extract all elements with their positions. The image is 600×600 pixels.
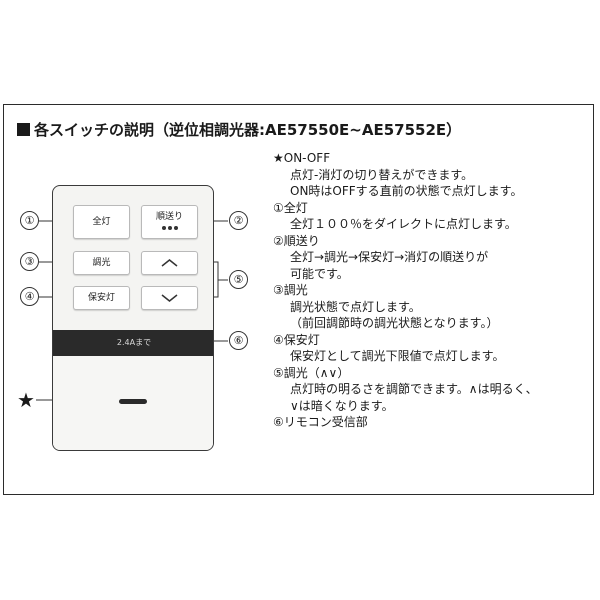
desc-heading: ⑥リモコン受信部 [273, 415, 368, 429]
callout-1: ① [20, 211, 39, 230]
desc-item-onoff: ★ON-OFF 点灯-消灯の切り替えができます。 ON時はOFFする直前の状態で… [273, 150, 593, 200]
desc-item-all-on: ①全灯 全灯１００％をダイレクトに点灯します。 [273, 200, 593, 233]
callout-5: ⑤ [229, 270, 248, 289]
three-dots-icon [142, 225, 197, 231]
night-light-label: 保安灯 [87, 293, 115, 303]
desc-item-sequence: ②順送り 全灯→調光→保安灯→消灯の順送りが 可能です。 [273, 233, 593, 283]
desc-heading: ★ON-OFF [273, 151, 331, 165]
remote-control: 全灯 順送り 調光 保安灯 2.4Aまで [52, 185, 214, 451]
dim-down-button[interactable] [141, 286, 198, 310]
desc-line: 保安灯として調光下限値で点灯します。 [290, 349, 505, 363]
sequence-button[interactable]: 順送り [141, 205, 198, 239]
remote-receiver: 2.4Aまで [53, 330, 213, 356]
dim-label: 調光 [92, 258, 111, 268]
all-on-label: 全灯 [92, 217, 111, 227]
all-on-button[interactable]: 全灯 [73, 205, 130, 239]
desc-heading: ②順送り [273, 233, 320, 248]
square-bullet-icon [17, 123, 30, 136]
desc-heading: ③調光 [273, 283, 308, 297]
desc-line: 調光状態で点灯します。 [290, 299, 421, 314]
chevron-up-icon [161, 259, 178, 267]
content-frame [3, 104, 594, 495]
brighten-button[interactable] [141, 251, 198, 275]
desc-line: 全灯→調光→保安灯→消灯の順送りが [290, 250, 489, 264]
desc-item-dim: ③調光 調光状態で点灯します。 （前回調節時の調光状態となります。） [273, 282, 593, 332]
night-light-button[interactable]: 保安灯 [73, 286, 130, 310]
receiver-label: 2.4Aまで [116, 338, 152, 347]
chevron-down-icon [161, 294, 178, 302]
desc-line: ∨は暗くなります。 [290, 398, 394, 413]
desc-line: （前回調節時の調光状態となります。） [290, 316, 499, 330]
indicator-bar-icon [119, 399, 147, 404]
callout-3: ③ [20, 252, 39, 271]
callout-4: ④ [20, 287, 39, 306]
desc-line: 点灯-消灯の切り替えができます。 [290, 167, 474, 182]
desc-heading: ④保安灯 [273, 332, 320, 347]
desc-item-night-light: ④保安灯 保安灯として調光下限値で点灯します。 [273, 332, 593, 365]
sequence-label: 順送り [155, 212, 183, 222]
page-title: 各スイッチの説明（逆位相調光器:AE57550E~AE57552E） [17, 119, 461, 140]
callout-star: ★ [17, 388, 35, 412]
desc-heading: ⑤調光（∧∨） [273, 365, 350, 380]
desc-line: 全灯１００％をダイレクトに点灯します。 [290, 217, 517, 231]
desc-item-dim-adjust: ⑤調光（∧∨） 点灯時の明るさを調節できます。∧は明るく、 ∨は暗くなります。 [273, 365, 593, 415]
desc-line: 点灯時の明るさを調節できます。∧は明るく、 [290, 382, 538, 396]
desc-heading: ①全灯 [273, 200, 308, 215]
dim-button[interactable]: 調光 [73, 251, 130, 275]
callout-6: ⑥ [229, 331, 248, 350]
desc-item-receiver: ⑥リモコン受信部 [273, 414, 593, 431]
callout-2: ② [229, 211, 248, 230]
switch-descriptions: ★ON-OFF 点灯-消灯の切り替えができます。 ON時はOFFする直前の状態で… [273, 150, 593, 431]
on-off-button[interactable] [53, 356, 213, 450]
desc-line: 可能です。 [290, 266, 349, 281]
desc-line: ON時はOFFする直前の状態で点灯します。 [290, 184, 523, 198]
